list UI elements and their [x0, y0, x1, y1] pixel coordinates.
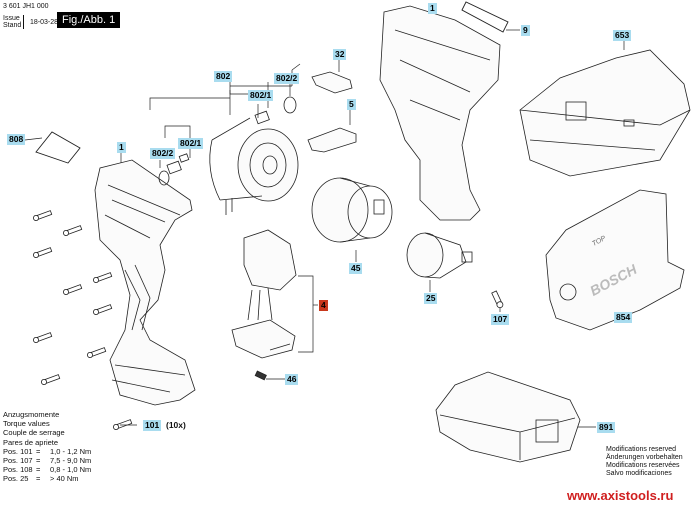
callout-808[interactable]: 808	[7, 134, 26, 145]
callout-1-right[interactable]: 1	[428, 3, 437, 14]
charger-653	[519, 49, 691, 177]
callout-5[interactable]: 5	[347, 99, 356, 110]
modifications-notice: Modifications reserved Änderungen vorbeh…	[606, 446, 683, 478]
torque-row: Pos. 25=> 40 Nm	[3, 474, 79, 484]
callout-9[interactable]: 9	[521, 25, 530, 36]
housing-right-1	[379, 5, 501, 221]
callout-4[interactable]: 4	[319, 300, 328, 311]
torque-heading-de: Anzugsmomente	[3, 410, 60, 419]
chuck-25	[406, 232, 473, 279]
callout-802-1-top[interactable]: 802/1	[248, 90, 274, 101]
torque-row: Pos. 101=1,0 - 1,2 Nm	[3, 446, 92, 456]
part-5	[307, 127, 357, 153]
callout-107[interactable]: 107	[491, 314, 510, 325]
callout-45[interactable]: 45	[349, 263, 363, 274]
figure-title: Fig./Abb. 1	[57, 12, 121, 28]
screw-107	[491, 290, 504, 309]
housing-left-1	[94, 159, 196, 406]
callout-891[interactable]: 891	[597, 422, 616, 433]
callout-802-1-bottom[interactable]: 802/1	[178, 138, 204, 149]
notice-es: Salvo modificaciones	[606, 470, 672, 477]
torque-values: Anzugsmomente Torque values Couple de se…	[3, 410, 91, 484]
callout-101[interactable]: 101	[143, 420, 162, 431]
callout-101-quantity: (10x)	[166, 420, 186, 430]
issue-label-en: Issue	[3, 15, 20, 22]
callout-653[interactable]: 653	[613, 30, 632, 41]
screws-101	[33, 210, 133, 430]
callout-46[interactable]: 46	[285, 374, 299, 385]
part-32	[311, 71, 353, 94]
notice-de: Änderungen vorbehalten	[606, 454, 683, 461]
motor-802	[158, 96, 299, 215]
torque-heading-fr: Couple de serrage	[3, 428, 65, 438]
issue-label-de: Stand	[3, 22, 22, 29]
issue-date: 18-03-28	[30, 19, 59, 26]
part-number: 3 601 JH1 000	[3, 3, 49, 10]
callout-1-left[interactable]: 1	[117, 142, 126, 153]
label-sheet-9	[461, 1, 509, 33]
notice-fr: Modifications reservées	[606, 462, 680, 469]
callout-802[interactable]: 802	[214, 71, 233, 82]
callout-25[interactable]: 25	[424, 293, 438, 304]
battery-891	[435, 371, 581, 463]
callout-32[interactable]: 32	[333, 49, 347, 60]
callout-802-2-top[interactable]: 802/2	[274, 73, 300, 84]
switch-4	[231, 229, 297, 359]
torque-heading-es: Pares de apriete	[3, 437, 59, 447]
part-46	[254, 370, 267, 381]
label-sheet-808	[35, 131, 81, 164]
torque-row: Pos. 107=7,5 - 9,0 Nm	[3, 456, 92, 466]
wall-plate-854	[545, 189, 685, 331]
torque-heading-en: Torque values	[3, 419, 50, 429]
notice-en: Modifications reserved	[606, 446, 677, 453]
torque-row: Pos. 108=0,8 - 1,0 Nm	[3, 465, 92, 475]
callout-854[interactable]: 854	[614, 312, 633, 323]
watermark-link[interactable]: www.axistools.ru	[567, 488, 674, 503]
callout-802-2-bottom[interactable]: 802/2	[150, 148, 176, 159]
gearbox-45	[311, 177, 393, 243]
